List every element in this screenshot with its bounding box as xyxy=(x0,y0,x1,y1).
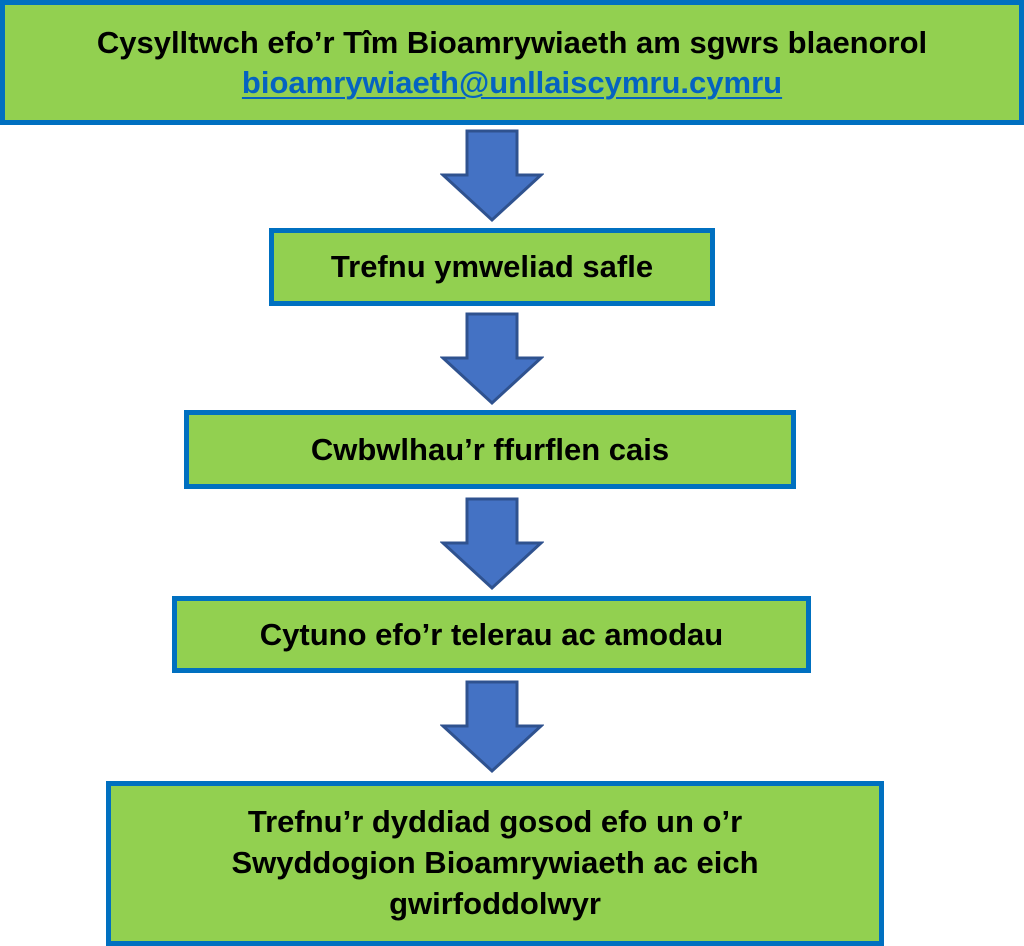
step-2-text: Trefnu ymweliad safle xyxy=(330,249,654,285)
step-4-box: Cytuno efo’r telerau ac amodau xyxy=(172,596,811,673)
step-5-line-3: gwirfoddolwyr xyxy=(389,885,601,921)
step-2-box: Trefnu ymweliad safle xyxy=(269,228,715,306)
step-3-text: Cwbwlhau’r ffurflen cais xyxy=(310,431,670,467)
arrow-down-icon xyxy=(440,497,544,591)
step-3-box: Cwbwlhau’r ffurflen cais xyxy=(184,410,796,489)
step-5-line-1: Trefnu’r dyddiad gosod efo un o’r xyxy=(247,804,743,840)
step-1-box: Cysylltwch efo’r Tîm Bioamrywiaeth am sg… xyxy=(0,0,1024,125)
step-5-box: Trefnu’r dyddiad gosod efo un o’r Swyddo… xyxy=(106,781,884,946)
step-5-line-2: Swyddogion Bioamrywiaeth ac eich xyxy=(231,845,759,881)
step-1-text: Cysylltwch efo’r Tîm Bioamrywiaeth am sg… xyxy=(96,24,928,60)
step-4-text: Cytuno efo’r telerau ac amodau xyxy=(259,616,724,652)
arrow-down-icon xyxy=(440,312,544,406)
arrow-down-icon xyxy=(440,680,544,774)
arrow-down-icon xyxy=(440,129,544,223)
email-link[interactable]: bioamrywiaeth@unllaiscymru.cymru xyxy=(241,64,783,100)
